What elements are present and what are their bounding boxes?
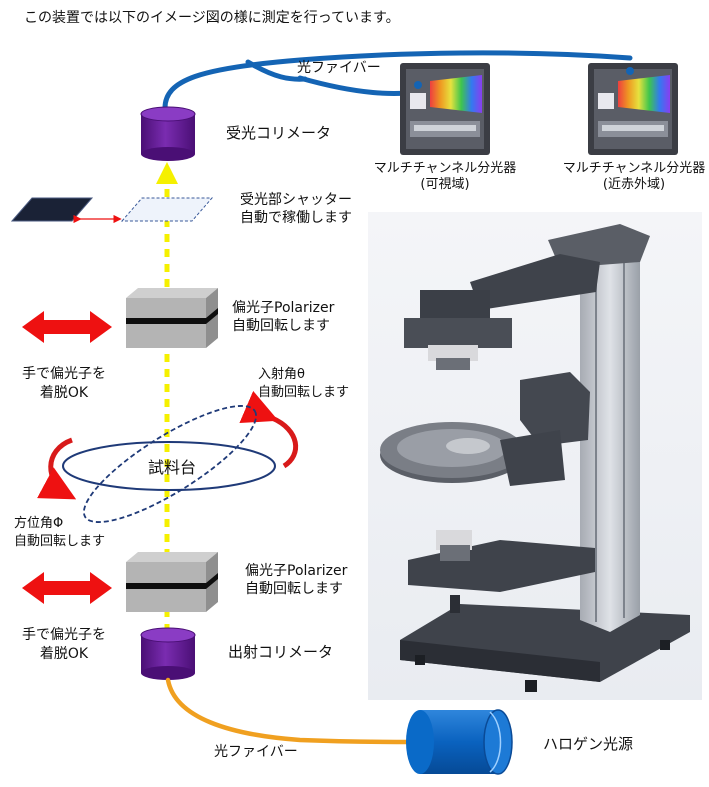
shutter-label-2: 自動で稼働します bbox=[240, 210, 352, 226]
shutter bbox=[10, 197, 214, 224]
manual-lower-label-1: 手で偏光子を bbox=[22, 627, 106, 643]
azimuth-rotation-arrow bbox=[37, 437, 77, 500]
spectrometer-vis-label-1: マルチチャンネル分光器 bbox=[374, 161, 517, 176]
polarizer-upper-label-1: 偏光子Polarizer bbox=[232, 300, 335, 316]
fiber-top-label: 光ファイバー bbox=[297, 60, 381, 76]
spectrometer-vis-label-2: (可視域) bbox=[420, 177, 469, 192]
azimuth-label-2: 自動回転します bbox=[14, 534, 105, 549]
manual-lower-label-2: 着脱OK bbox=[40, 646, 89, 662]
fiber-bottom bbox=[165, 677, 415, 745]
azimuth-label-1: 方位角Φ bbox=[14, 515, 63, 531]
incidence-label-1: 入射角θ bbox=[258, 366, 305, 382]
beam-arrowhead bbox=[156, 162, 178, 184]
spectrometer-icon bbox=[588, 63, 678, 155]
receiver-collimator bbox=[140, 106, 196, 161]
polarizer-lower bbox=[126, 552, 218, 612]
halogen-lamp bbox=[406, 709, 513, 775]
manual-upper-label-2: 着脱OK bbox=[40, 385, 89, 401]
manual-arrow-upper bbox=[22, 311, 112, 343]
polarizer-upper bbox=[126, 288, 218, 348]
receiver-collimator-label: 受光コリメータ bbox=[226, 124, 331, 142]
sample-stage-ellipse bbox=[62, 441, 276, 491]
emitter-collimator bbox=[140, 627, 196, 680]
emitter-collimator-label: 出射コリメータ bbox=[228, 643, 333, 661]
manual-upper-label-1: 手で偏光子を bbox=[22, 366, 106, 382]
spectrometer-nir-label-1: マルチチャンネル分光器 bbox=[563, 161, 706, 176]
fiber-bottom-label: 光ファイバー bbox=[214, 744, 298, 760]
incidence-ellipse bbox=[83, 405, 257, 523]
polarizer-lower-label-1: 偏光子Polarizer bbox=[245, 563, 348, 579]
spectrometer-vis bbox=[400, 63, 490, 155]
spectrometer-nir bbox=[588, 63, 678, 155]
shutter-label-1: 受光部シャッター bbox=[240, 192, 352, 208]
incidence-label-2: 自動回転します bbox=[258, 385, 349, 400]
spectrometer-nir-label-2: (近赤外域) bbox=[603, 177, 665, 192]
goniometer-instrument-icon bbox=[368, 212, 702, 700]
polarizer-lower-label-2: 自動回転します bbox=[245, 581, 343, 597]
incidence-rotation-arrow bbox=[239, 390, 299, 469]
halogen-lamp-label: ハロゲン光源 bbox=[543, 735, 633, 753]
fiber-top bbox=[162, 50, 633, 111]
polarizer-upper-label-2: 自動回転します bbox=[232, 318, 330, 334]
header-caption: この装置では以下のイメージ図の様に測定を行っています。 bbox=[24, 10, 400, 26]
sample-stage-label: 試料台 bbox=[148, 458, 196, 477]
spectrometer-icon bbox=[400, 63, 490, 155]
manual-arrow-lower bbox=[22, 572, 112, 604]
